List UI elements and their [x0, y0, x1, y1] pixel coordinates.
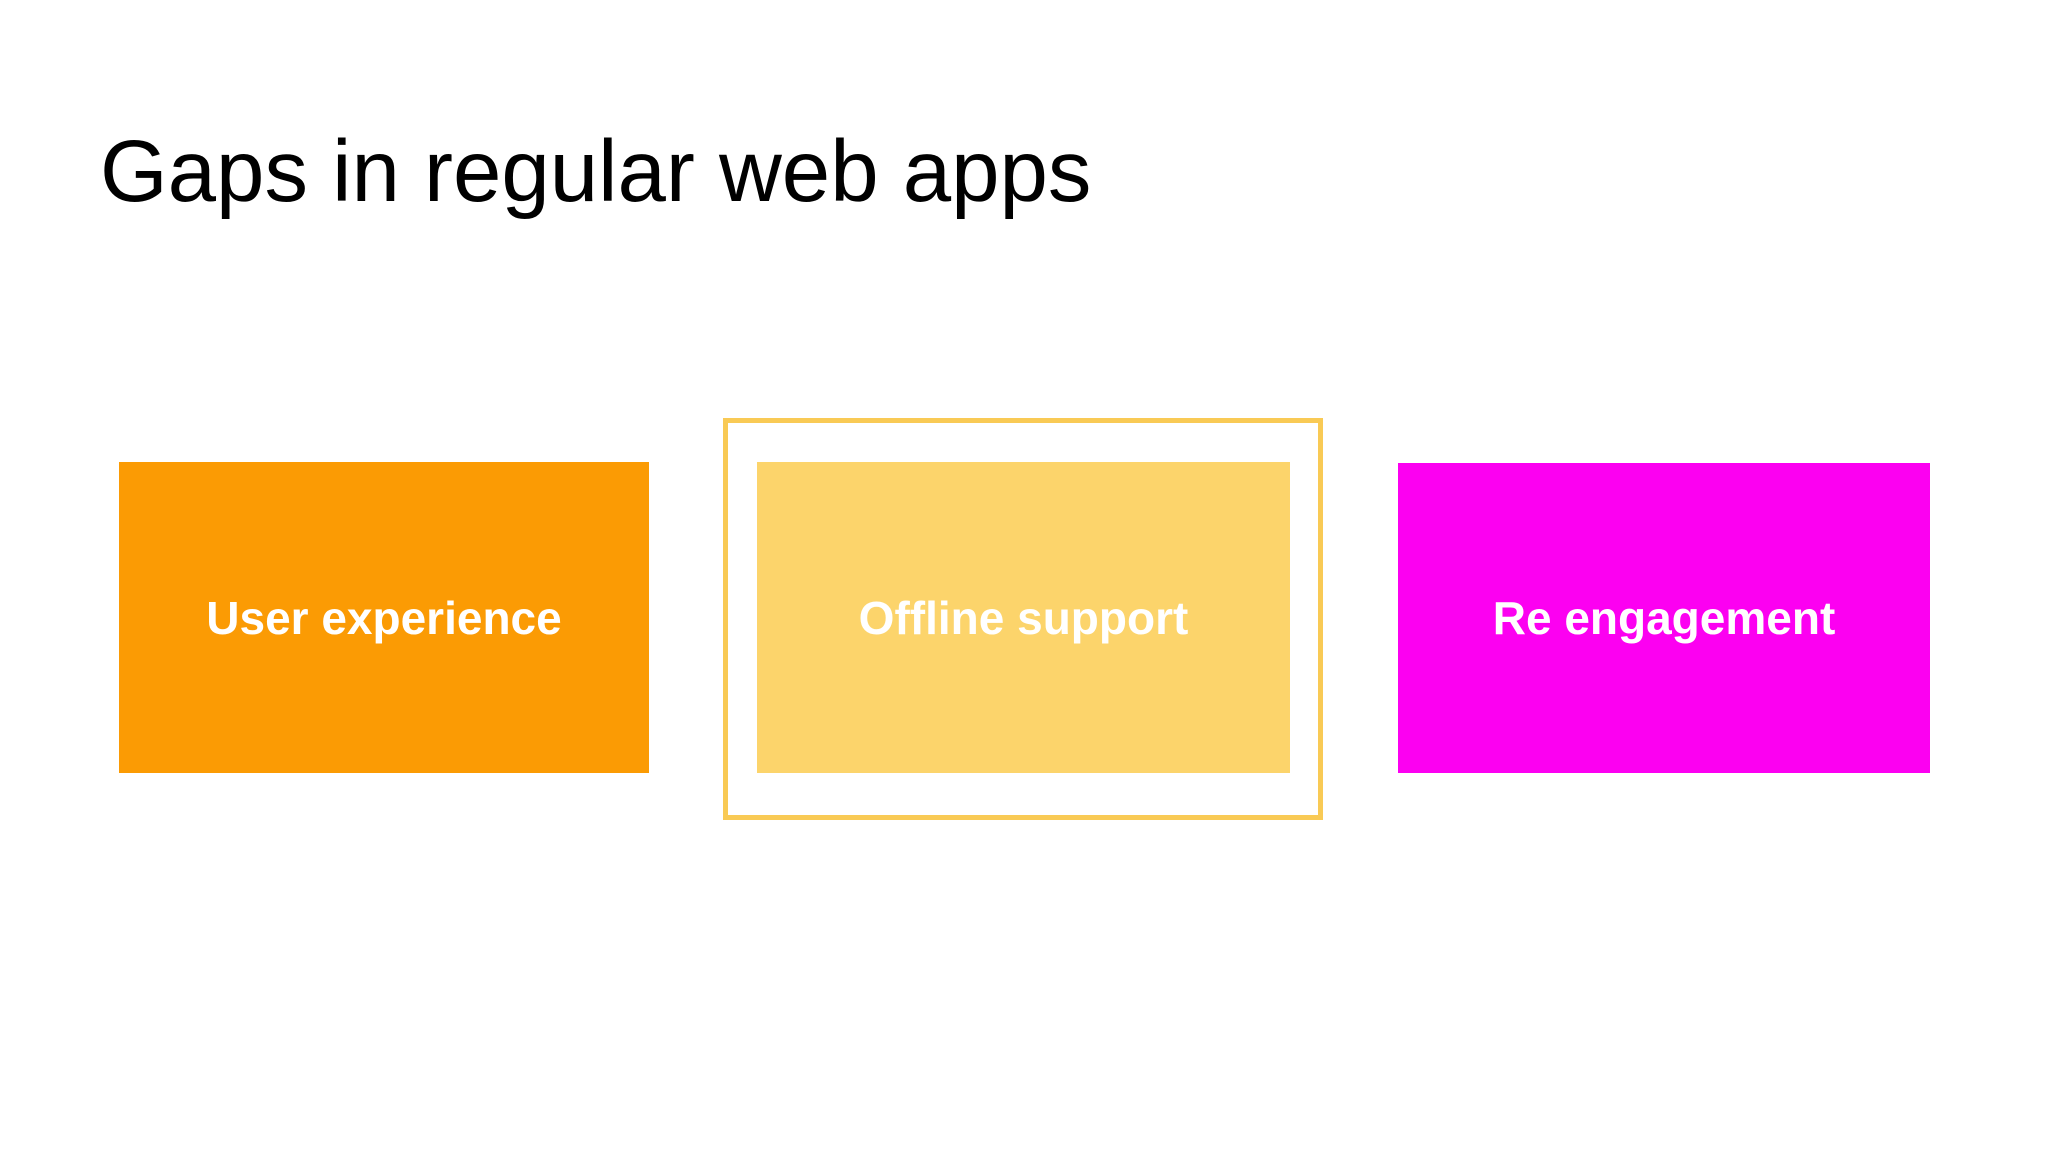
box-re-engagement: Re engagement — [1398, 463, 1930, 773]
box-offline-support-label: Offline support — [858, 591, 1189, 644]
slide-title: Gaps in regular web apps — [100, 123, 1092, 220]
box-user-experience-label: User experience — [206, 591, 562, 644]
box-re-engagement-label: Re engagement — [1492, 592, 1836, 644]
box-offline-support-highlight-frame: Offline support — [723, 418, 1323, 820]
box-user-experience: User experience — [119, 462, 649, 773]
box-offline-support: Offline support — [757, 462, 1290, 773]
